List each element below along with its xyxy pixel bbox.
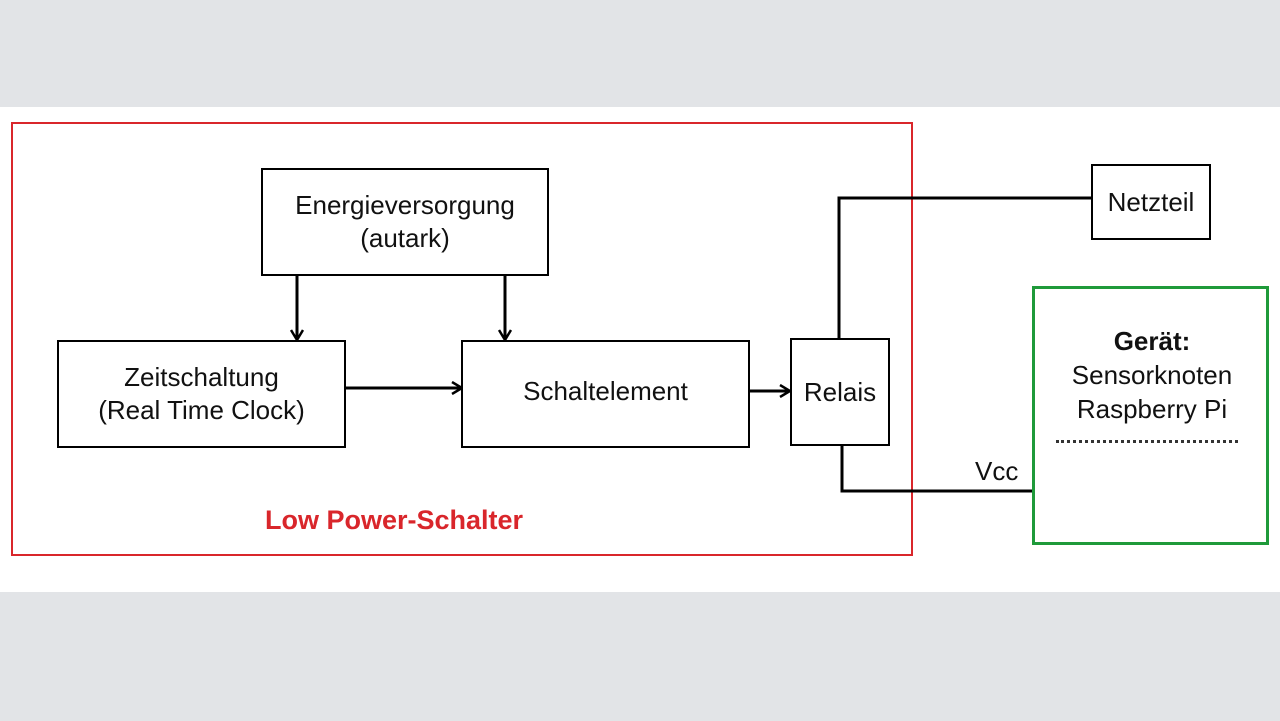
power-supply-label: Netzteil — [1107, 186, 1195, 217]
vcc-label: Vcc — [975, 456, 1019, 486]
device-line-raspberry-pi: Raspberry Pi — [1076, 394, 1228, 424]
relay-label: Relais — [803, 376, 877, 407]
device-line-sensor-node: Sensorknoten — [1071, 360, 1233, 390]
relay-box: Relais — [790, 338, 890, 446]
switch-element-label: Schaltelement — [523, 375, 688, 406]
time-switch-box: Zeitschaltung (Real Time Clock) — [57, 340, 346, 448]
energy-supply-label: Energieversorgung — [295, 190, 515, 220]
low-power-switch-label: Low Power-Schalter — [265, 505, 524, 535]
energy-supply-sublabel: (autark) — [360, 223, 450, 253]
time-switch-sublabel: (Real Time Clock) — [98, 395, 305, 425]
device-box — [1032, 286, 1269, 545]
time-switch-label: Zeitschaltung — [124, 362, 279, 392]
switch-element-box: Schaltelement — [461, 340, 750, 448]
power-supply-box: Netzteil — [1091, 164, 1211, 240]
device-title: Gerät: — [1113, 326, 1191, 356]
device-more-dots — [1056, 440, 1238, 443]
low-power-switch-group — [11, 122, 913, 556]
energy-supply-box: Energieversorgung (autark) — [261, 168, 549, 276]
device-text: Gerät: Sensorknoten Raspberry Pi — [1032, 324, 1272, 426]
